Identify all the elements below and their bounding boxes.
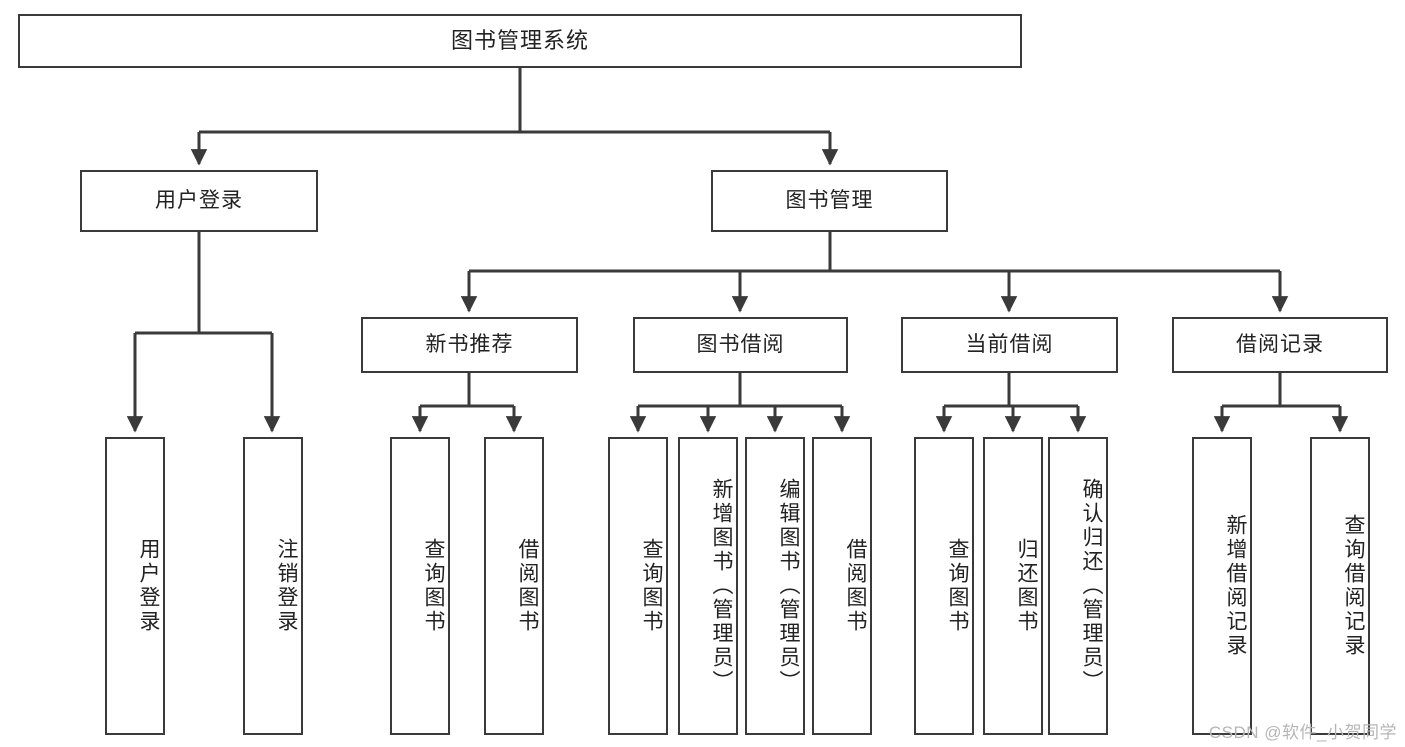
node-book-borrowing[interactable]: 图书借阅 xyxy=(633,317,848,373)
leaf-query-books-current[interactable]: 查询图书 xyxy=(914,437,974,735)
leaf-add-borrow-record[interactable]: 新增借阅记录 xyxy=(1192,437,1252,735)
leaf-query-books-borrow[interactable]: 查询图书 xyxy=(608,437,668,735)
node-user-login[interactable]: 用户登录 xyxy=(80,170,318,232)
leaf-edit-book-admin[interactable]: 编辑图书（管理员） xyxy=(745,437,805,735)
node-current-borrowing[interactable]: 当前借阅 xyxy=(901,317,1118,373)
leaf-return-books[interactable]: 归还图书 xyxy=(983,437,1043,735)
node-book-management[interactable]: 图书管理 xyxy=(711,170,948,232)
leaf-borrow-books-rec[interactable]: 借阅图书 xyxy=(484,437,544,735)
leaf-query-borrow-record[interactable]: 查询借阅记录 xyxy=(1310,437,1370,735)
leaf-logout[interactable]: 注销登录 xyxy=(243,437,303,735)
node-root[interactable]: 图书管理系统 xyxy=(18,14,1022,68)
node-borrowing-records[interactable]: 借阅记录 xyxy=(1172,317,1388,373)
leaf-add-book-admin[interactable]: 新增图书（管理员） xyxy=(678,437,738,735)
watermark: CSDN @软件_小贺同学 xyxy=(1208,723,1397,742)
leaf-borrow-books[interactable]: 借阅图书 xyxy=(812,437,872,735)
leaf-confirm-return-admin[interactable]: 确认归还（管理员） xyxy=(1048,437,1108,735)
node-new-book-recommendation[interactable]: 新书推荐 xyxy=(361,317,578,373)
leaf-query-books-rec[interactable]: 查询图书 xyxy=(390,437,450,735)
leaf-user-login[interactable]: 用户登录 xyxy=(105,437,165,735)
